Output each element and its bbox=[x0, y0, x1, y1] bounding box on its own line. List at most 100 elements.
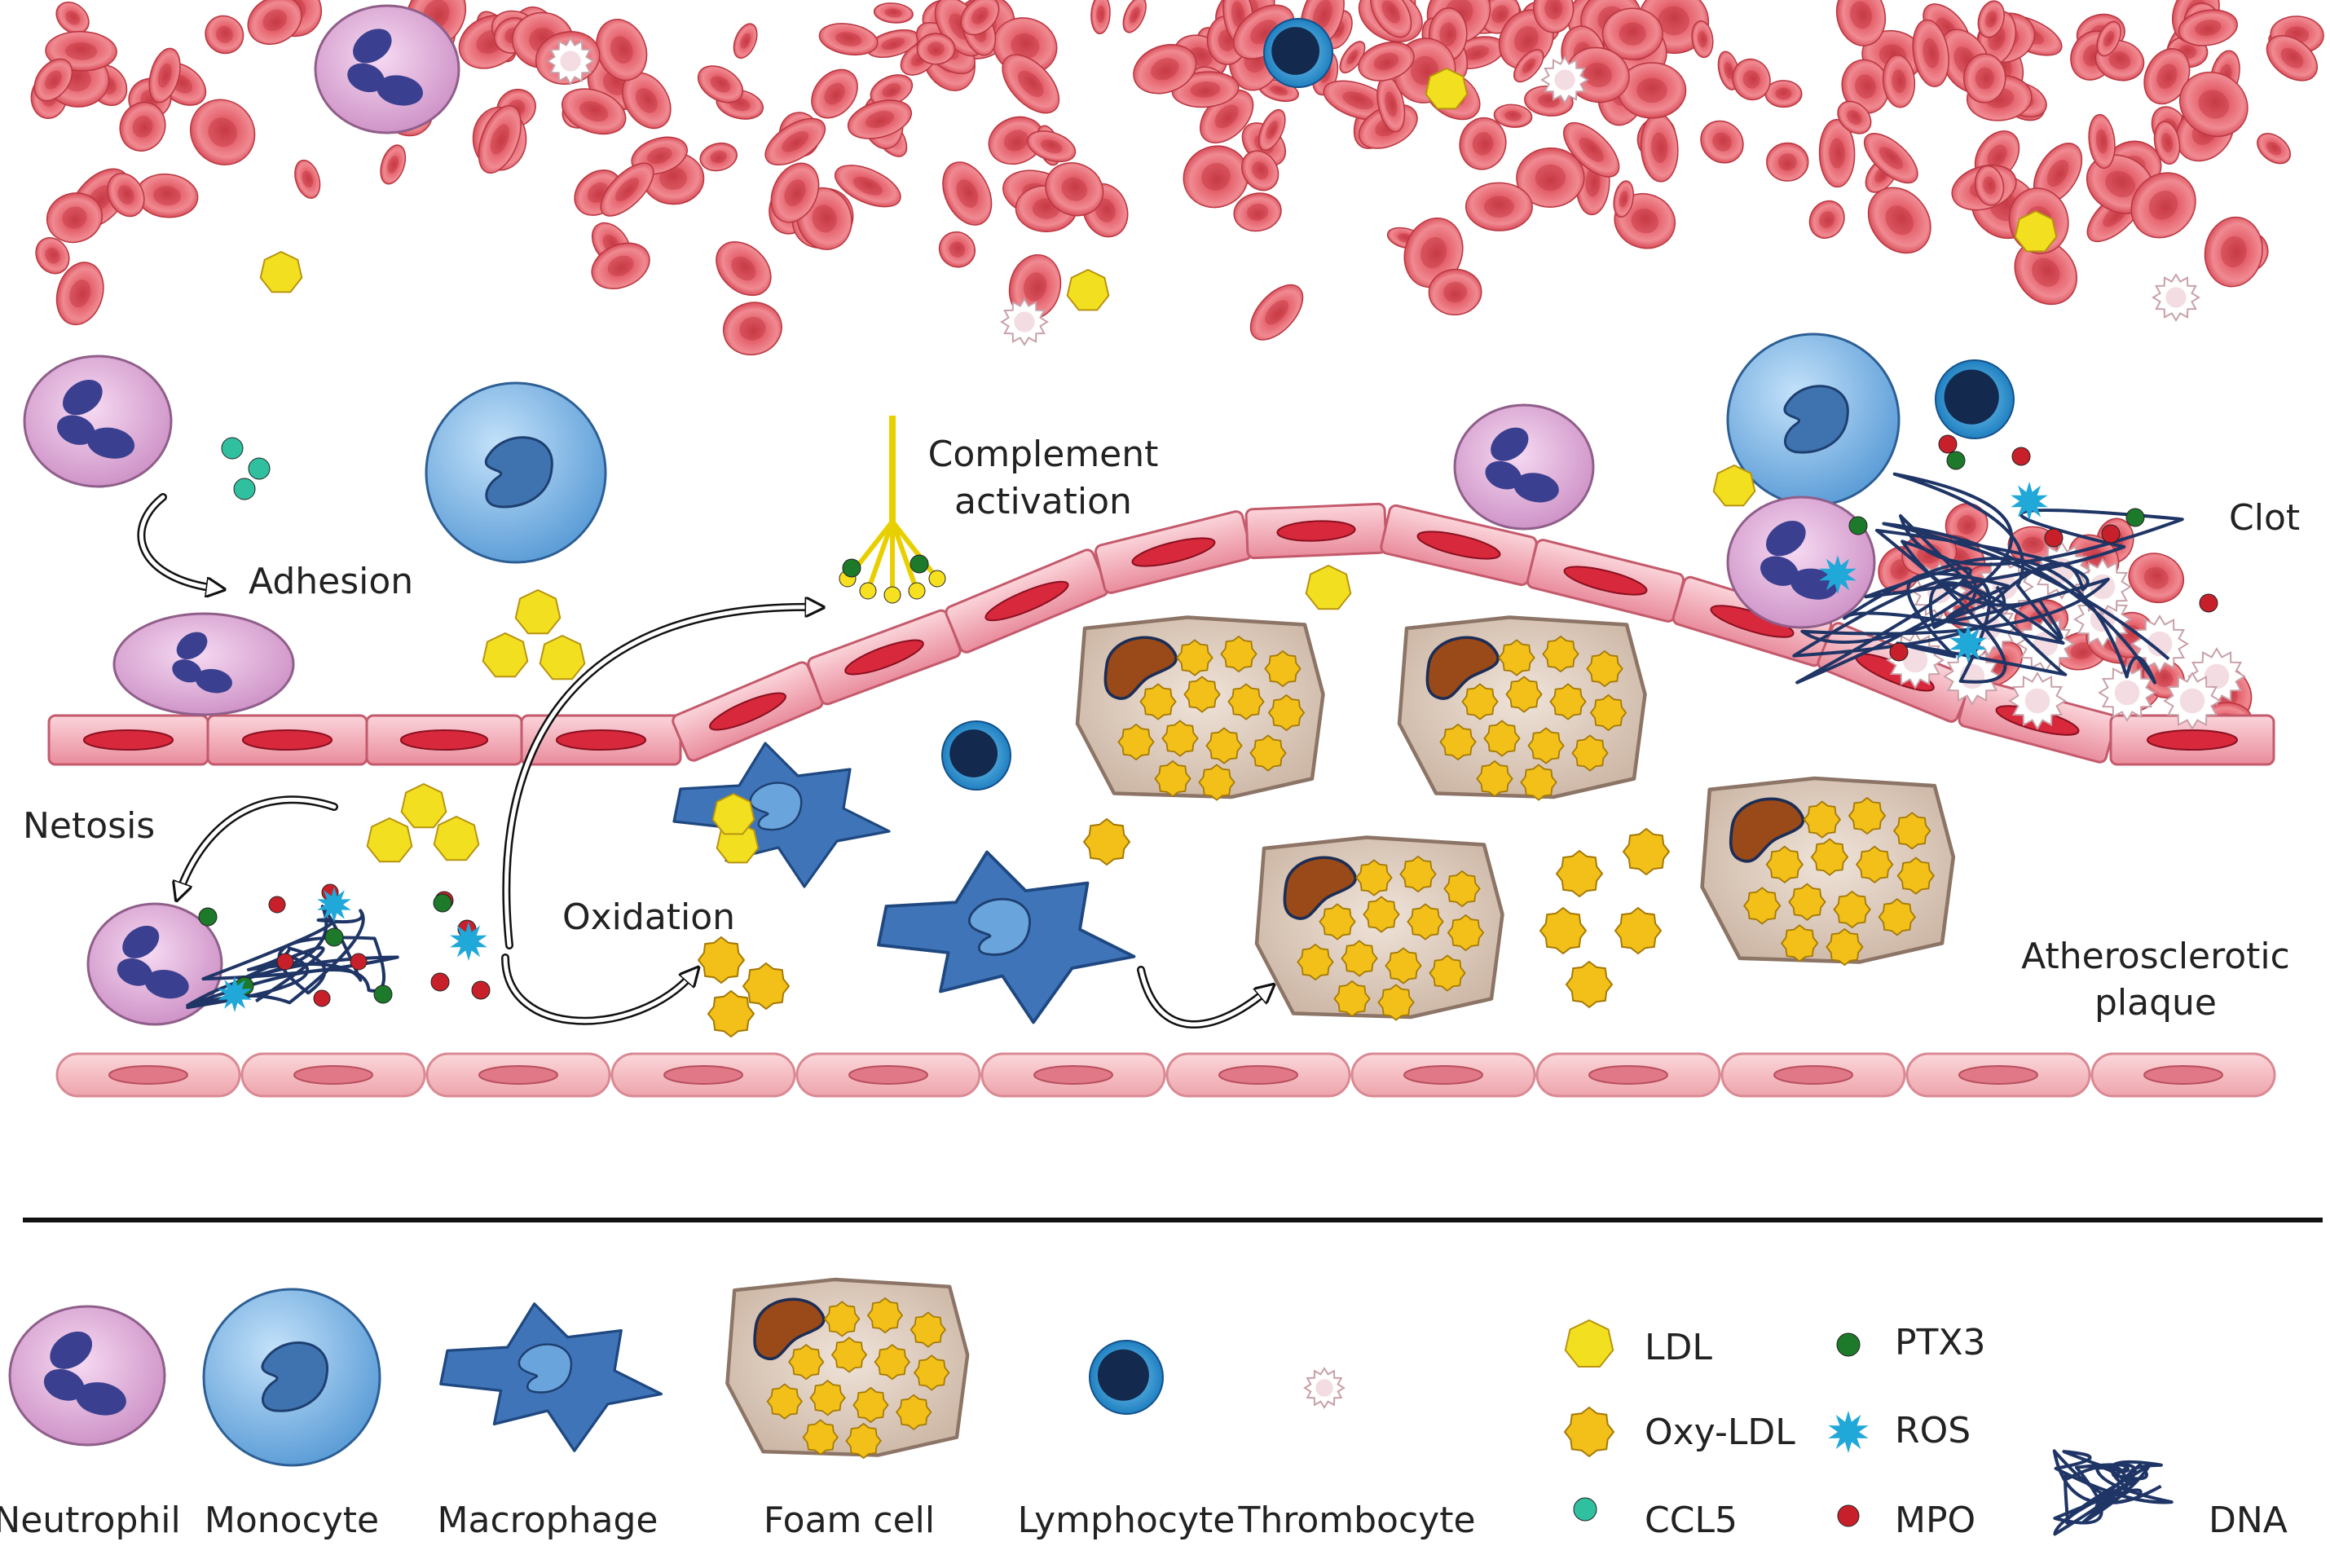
red-blood-cell bbox=[1428, 268, 1482, 316]
red-blood-cell bbox=[1818, 119, 1856, 188]
red-blood-cell bbox=[135, 173, 199, 218]
legend-ldl-icon bbox=[1564, 1319, 1614, 1368]
endothelial-cell bbox=[1380, 504, 1538, 587]
ptx3-particle bbox=[842, 558, 861, 578]
red-blood-cell bbox=[1122, 0, 1147, 33]
ldl-particle bbox=[482, 632, 529, 678]
neutrophil-adherent bbox=[112, 612, 295, 716]
ros-particle bbox=[1819, 555, 1857, 594]
mpo-particle bbox=[313, 989, 331, 1007]
red-blood-cell bbox=[834, 165, 901, 208]
thrombocyte bbox=[546, 37, 595, 86]
oxy-ldl-particle bbox=[830, 1337, 868, 1373]
endothelial-cell bbox=[2109, 714, 2275, 766]
red-blood-cell bbox=[716, 241, 772, 297]
red-blood-cell bbox=[641, 152, 705, 205]
arrow-adhesion bbox=[139, 495, 216, 588]
red-blood-cell bbox=[916, 33, 956, 65]
neutrophil-netosis bbox=[86, 902, 223, 1026]
oxy-ldl-particle bbox=[802, 1419, 839, 1456]
red-blood-cell bbox=[942, 161, 993, 226]
red-blood-cell bbox=[380, 144, 407, 185]
red-blood-cell bbox=[1339, 41, 1366, 74]
oxy-ldl-particle bbox=[787, 1343, 825, 1381]
oxy-ldl-particle bbox=[1527, 727, 1565, 764]
red-blood-cell bbox=[1090, 0, 1111, 35]
mpo-particle bbox=[2011, 447, 2031, 466]
monocyte-clot bbox=[1726, 333, 1901, 507]
red-blood-cell bbox=[2153, 121, 2181, 165]
red-blood-cell bbox=[294, 159, 321, 199]
red-blood-cell bbox=[1882, 54, 1916, 108]
lymphocyte-clot bbox=[1935, 359, 2015, 439]
complement-terminal bbox=[928, 570, 946, 588]
red-blood-cell bbox=[2178, 71, 2249, 138]
complement-terminal bbox=[883, 586, 901, 604]
ros-particle bbox=[317, 887, 351, 923]
ldl-particle bbox=[259, 250, 303, 293]
neutrophil bbox=[314, 4, 460, 134]
oxy-ldl-particle bbox=[697, 936, 746, 984]
red-blood-cell bbox=[35, 237, 70, 275]
oxy-ldl-particle bbox=[707, 989, 755, 1038]
oxy-ldl-particle bbox=[1571, 734, 1609, 772]
oxy-ldl-particle bbox=[823, 1301, 861, 1337]
smooth-muscle-cell bbox=[1905, 1052, 2091, 1098]
legend-label-ldl: LDL bbox=[1645, 1327, 1712, 1368]
foam-cell-3 bbox=[1254, 835, 1504, 1021]
ldl-particle bbox=[539, 634, 586, 680]
oxy-ldl-particle bbox=[1555, 849, 1604, 898]
oxy-ldl-particle bbox=[1498, 639, 1535, 676]
legend-label-foam-cell: Foam cell bbox=[764, 1500, 935, 1541]
red-blood-cell bbox=[988, 116, 1045, 165]
oxy-ldl-particle bbox=[1765, 845, 1804, 884]
ptx3-particle bbox=[433, 893, 452, 913]
oxy-ldl-particle bbox=[1461, 683, 1499, 720]
red-blood-cell bbox=[1045, 162, 1104, 217]
legend-label-ros: ROS bbox=[1895, 1410, 1971, 1451]
oxy-ldl-particle bbox=[809, 1379, 846, 1416]
clot bbox=[1792, 434, 2246, 730]
smooth-muscle-cell bbox=[1535, 1052, 1721, 1098]
oxy-ldl-particle bbox=[1476, 760, 1513, 798]
red-blood-cell bbox=[1732, 58, 1771, 101]
ldl-particle bbox=[1305, 564, 1352, 610]
red-blood-cell bbox=[733, 23, 758, 59]
red-blood-cell bbox=[2096, 20, 2121, 57]
complement-terminal bbox=[859, 582, 877, 600]
oxy-ldl-particle bbox=[1742, 887, 1782, 925]
label-netosis: Netosis bbox=[23, 805, 155, 847]
legend-thrombocyte-icon bbox=[1303, 1367, 1346, 1409]
red-blood-cell bbox=[33, 58, 73, 102]
legend-label-lymphocyte: Lymphocyte bbox=[1018, 1500, 1235, 1541]
endothelial-cell bbox=[47, 714, 209, 766]
oxy-ldl-particle bbox=[1447, 914, 1485, 952]
oxy-ldl-particle bbox=[1878, 897, 1917, 936]
oxy-ldl-particle bbox=[1549, 683, 1587, 720]
ccl5-particle bbox=[248, 457, 271, 480]
legend-ros-icon bbox=[1828, 1411, 1869, 1453]
endothelial-cell bbox=[807, 609, 962, 706]
ldl-particle bbox=[2014, 209, 2058, 253]
oxy-ldl-particle bbox=[1227, 683, 1265, 720]
oxy-ldl-particle bbox=[852, 1386, 889, 1424]
neutrophil-plaque-top bbox=[1453, 403, 1595, 531]
mpo-particle bbox=[268, 896, 286, 914]
thrombocyte bbox=[2187, 647, 2246, 706]
red-blood-cell bbox=[1835, 0, 1887, 46]
ptx3-particle bbox=[2125, 508, 2145, 527]
smooth-muscle-cell bbox=[2090, 1052, 2276, 1098]
legend-monocyte-icon bbox=[202, 1288, 381, 1467]
mpo-particle bbox=[430, 972, 450, 992]
legend-ccl5-icon bbox=[1573, 1497, 1597, 1522]
red-blood-cell bbox=[1493, 104, 1533, 128]
red-blood-cell bbox=[1513, 49, 1544, 83]
red-blood-cell bbox=[1601, 7, 1663, 60]
monocyte-circulating bbox=[425, 381, 607, 564]
oxy-ldl-particle bbox=[1505, 676, 1543, 713]
red-blood-cell bbox=[1837, 100, 1872, 134]
oxy-ldl-particle bbox=[1810, 838, 1849, 876]
legend-oxy-ldl-icon bbox=[1563, 1406, 1615, 1458]
red-blood-cell bbox=[1977, 0, 2005, 38]
